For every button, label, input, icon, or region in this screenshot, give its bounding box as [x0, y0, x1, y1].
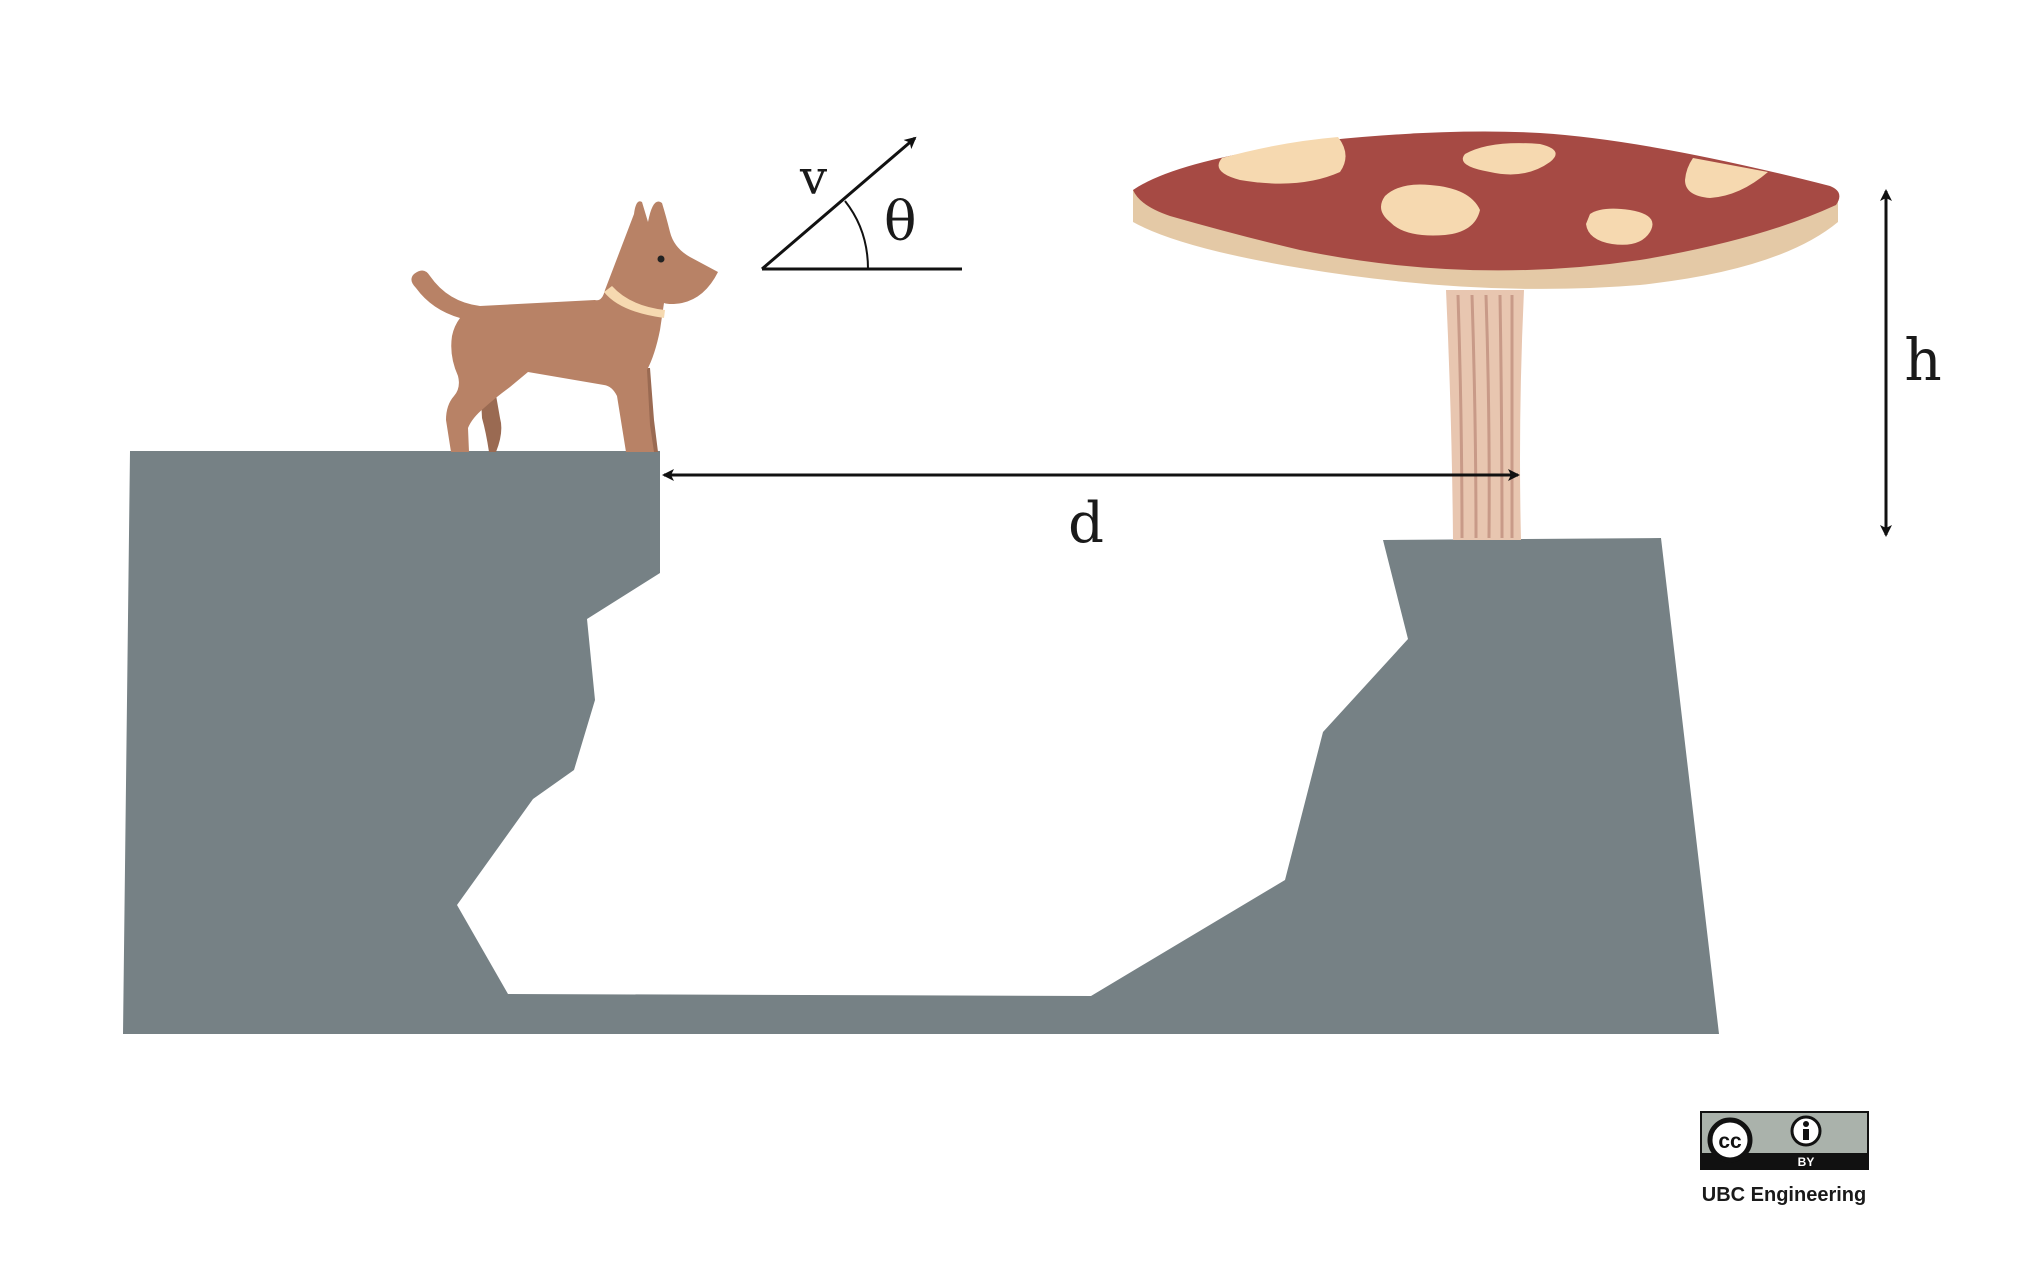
height-dimension: h	[1880, 189, 1942, 537]
angle-arc	[844, 200, 869, 270]
distance-label: d	[1068, 491, 1104, 556]
dog-eye	[657, 255, 665, 263]
velocity-arrow	[761, 136, 917, 271]
angle-label: θ	[884, 190, 917, 253]
credit-text: UBC Engineering	[1702, 1184, 1866, 1206]
by-label: BY	[1798, 1155, 1815, 1169]
left-cliff-terrain	[123, 451, 1719, 1034]
launch-vector-diagram: v θ	[761, 136, 962, 271]
mushroom-cap	[1133, 131, 1840, 289]
height-label: h	[1904, 326, 1941, 394]
dog-collar	[604, 286, 665, 318]
velocity-label: v	[799, 150, 827, 206]
cc-by-license-badge: cc BY UBC Engineering	[1700, 1111, 1869, 1206]
svg-text:cc: cc	[1718, 1130, 1742, 1153]
distance-dimension: d	[662, 469, 1520, 556]
dog-illustration	[411, 201, 718, 452]
mushroom-stem	[1446, 290, 1524, 540]
cc-icon	[1707, 1117, 1753, 1163]
